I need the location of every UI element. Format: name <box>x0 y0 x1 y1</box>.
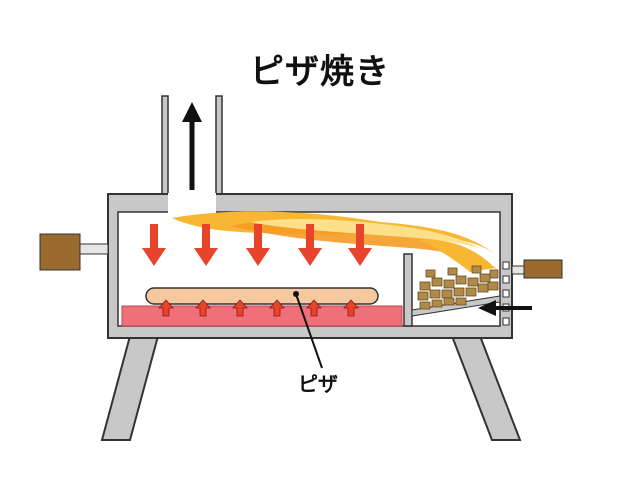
diagram-title: ピザ焼き <box>250 52 390 92</box>
left-handle-rod <box>79 243 109 255</box>
bottom-heat-arrows <box>158 299 359 317</box>
chimney-opening <box>168 193 216 213</box>
airflow-arrow-left-icon <box>478 300 532 316</box>
firebox-wall <box>403 253 413 327</box>
pizza-pointer-line <box>295 293 323 369</box>
wood-pellets <box>417 265 499 310</box>
left-leg <box>100 335 160 441</box>
pizza-label: ピザ <box>298 372 338 396</box>
right-handle-knob <box>523 259 563 279</box>
pizza-pointer-dot <box>293 291 299 297</box>
right-leg <box>450 335 522 441</box>
top-heat-arrows <box>142 224 372 266</box>
right-handle-rod <box>511 265 525 275</box>
pizza <box>145 287 379 305</box>
heating-plate <box>121 305 403 327</box>
exhaust-arrow-up-icon <box>182 102 202 190</box>
left-handle-knob <box>39 233 81 271</box>
firebox-shelf <box>411 295 501 317</box>
